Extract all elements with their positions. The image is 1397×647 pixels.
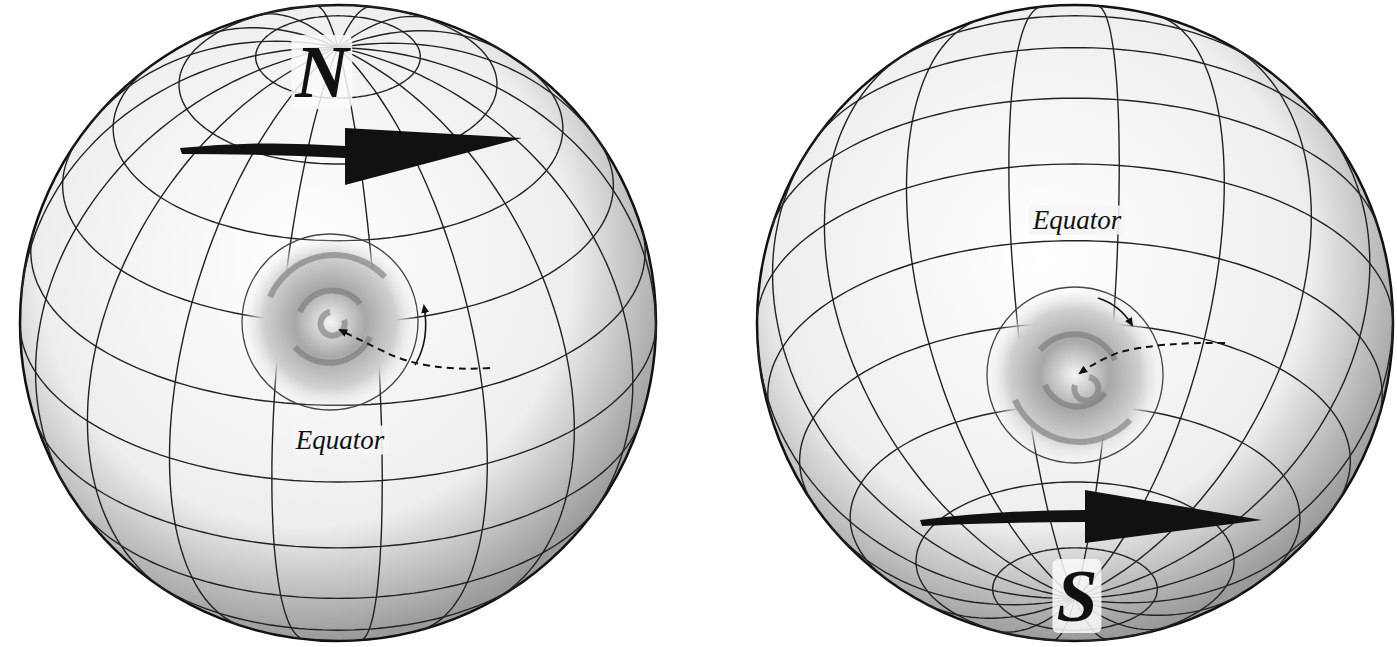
globe-south: [757, 5, 1393, 641]
hurricane-north: [242, 234, 490, 410]
grid-line: [338, 43, 600, 143]
grid-line: [831, 526, 1075, 604]
globe-north: [20, 5, 656, 641]
pole-label: S: [1052, 559, 1101, 633]
grid-line: [156, 584, 520, 630]
rotation-arrow: [180, 128, 522, 185]
grid-line: [893, 16, 1257, 62]
equator-label: Equator: [292, 426, 389, 455]
hurricane-south: [987, 287, 1225, 463]
grid-line: [338, 31, 506, 53]
equator-label: Equator: [1029, 206, 1126, 235]
grid-line: [36, 421, 641, 548]
rotation-arrow: [920, 490, 1262, 543]
graticule: [20, 5, 1393, 641]
pole-label: N: [291, 35, 352, 109]
grid-line: [1075, 308, 1393, 599]
